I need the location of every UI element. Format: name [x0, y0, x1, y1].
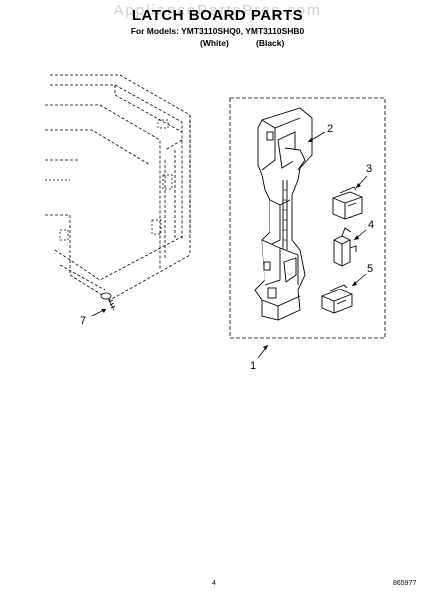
- callout-7: 7: [80, 308, 107, 327]
- svg-text:5: 5: [367, 263, 373, 275]
- page-number: 4: [212, 580, 216, 587]
- page-title: LATCH BOARD PARTS: [131, 7, 304, 24]
- models-line: For Models: YMT3110SHQ0, YMT3110SHB0: [130, 26, 305, 36]
- switch-part-4: [333, 227, 357, 267]
- svg-text:4: 4: [368, 219, 374, 231]
- latch-board-ticks: [283, 189, 287, 241]
- svg-text:2: 2: [327, 123, 333, 135]
- callout-3: 3: [355, 163, 372, 189]
- svg-text:1: 1: [250, 360, 256, 372]
- screw-part-7: [100, 292, 116, 311]
- document-number: 865977: [393, 580, 417, 587]
- switch-part-3: [332, 186, 363, 220]
- callout-2: 2: [307, 123, 333, 143]
- switch-part-5: [321, 284, 353, 314]
- latch-board: [254, 107, 313, 321]
- watermark: AppliancePartsPros.com: [113, 2, 322, 19]
- cavity-details: [45, 119, 173, 241]
- callout-4: 4: [353, 219, 374, 241]
- svg-text:3: 3: [366, 163, 372, 175]
- callout-1: 1: [250, 344, 269, 372]
- svg-text:7: 7: [80, 315, 86, 327]
- variant-white-label: (White): [200, 38, 229, 48]
- callout-5: 5: [351, 263, 373, 287]
- cavity-outline: [45, 74, 191, 301]
- assembly-boundary: [229, 97, 386, 339]
- variant-black-label: (Black): [256, 38, 285, 48]
